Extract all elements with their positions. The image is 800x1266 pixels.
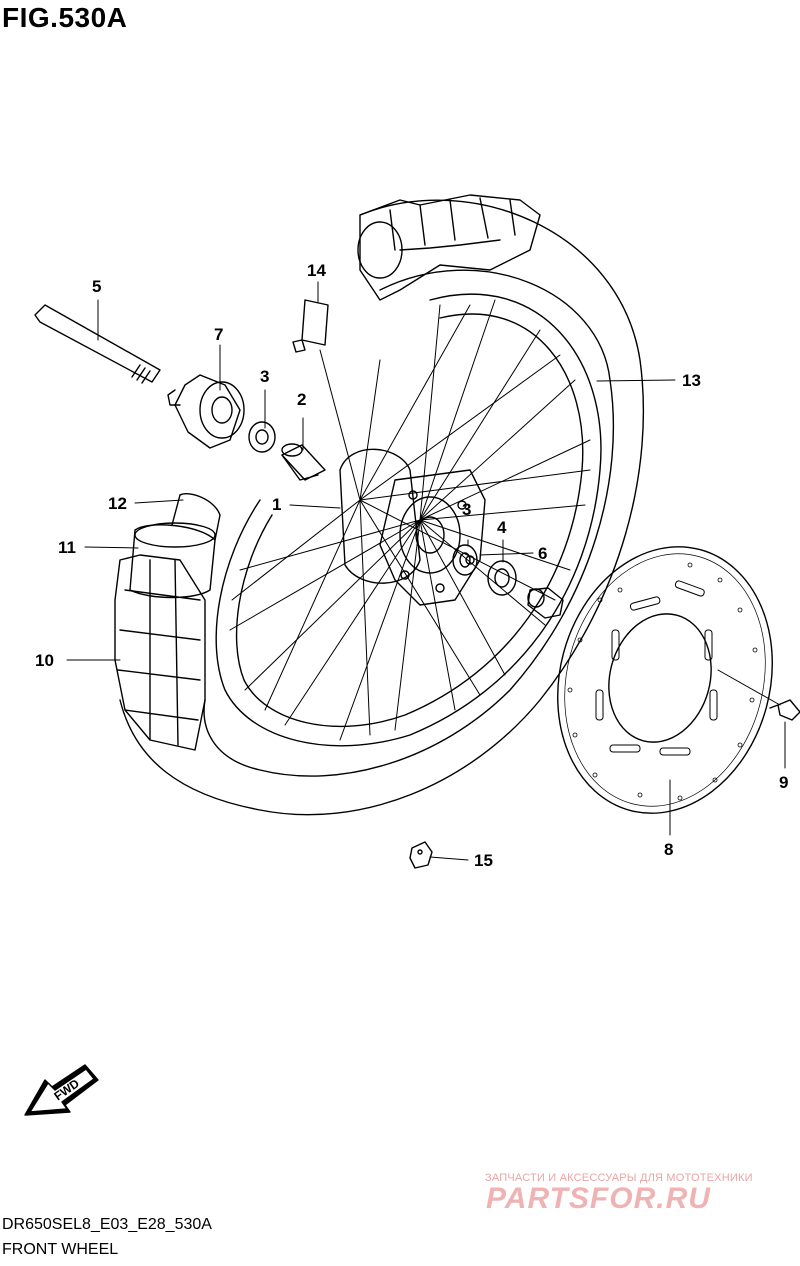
leader-lines [66, 281, 786, 861]
watermark-subtitle: ЗАПЧАСТИ И АКСЕССУАРЫ ДЛЯ МОТОТЕХНИКИ [485, 1172, 753, 1184]
tire [114, 194, 645, 816]
brake-disc [557, 546, 773, 814]
rim [215, 293, 602, 747]
bearing-left [248, 421, 276, 453]
callout-3-right: 3 [462, 500, 471, 519]
callout-11: 11 [58, 538, 76, 557]
spokes [229, 299, 591, 741]
callout-2: 2 [297, 390, 306, 409]
callout-7: 7 [214, 325, 223, 344]
watermark-logo: PARTSFOR.RU [486, 1182, 711, 1215]
callout-10: 10 [35, 651, 54, 670]
hub [339, 448, 486, 606]
callout-12: 12 [108, 494, 127, 513]
disc-bolt [769, 699, 800, 721]
callout-3-left: 3 [260, 367, 269, 386]
speedometer-gearbox [167, 374, 245, 449]
oil-seal [487, 560, 517, 596]
callout-4: 4 [497, 518, 507, 537]
callout-15: 15 [474, 851, 493, 870]
balancer-weight [409, 841, 433, 869]
spacer [281, 443, 326, 481]
diagram-name: FRONT WHEEL [2, 1241, 119, 1258]
callout-9: 9 [779, 773, 788, 792]
valve [292, 299, 329, 353]
fwd-arrow [24, 1064, 99, 1116]
callout-1: 1 [272, 495, 281, 514]
callout-5: 5 [92, 277, 101, 296]
figure-title: FIG.530A [2, 2, 128, 33]
right-spacer [527, 587, 564, 619]
callout-6: 6 [538, 544, 547, 563]
callout-14: 14 [307, 261, 326, 280]
bearing-right [452, 544, 478, 576]
callout-8: 8 [664, 840, 673, 859]
diagram-code: DR650SEL8_E03_E28_530A [2, 1216, 212, 1233]
callout-13: 13 [682, 371, 701, 390]
tube [129, 493, 221, 599]
axle [34, 304, 161, 384]
callout-labels: 1 2 3 3 4 5 6 7 8 9 10 11 12 13 14 15 FW… [35, 261, 788, 1103]
